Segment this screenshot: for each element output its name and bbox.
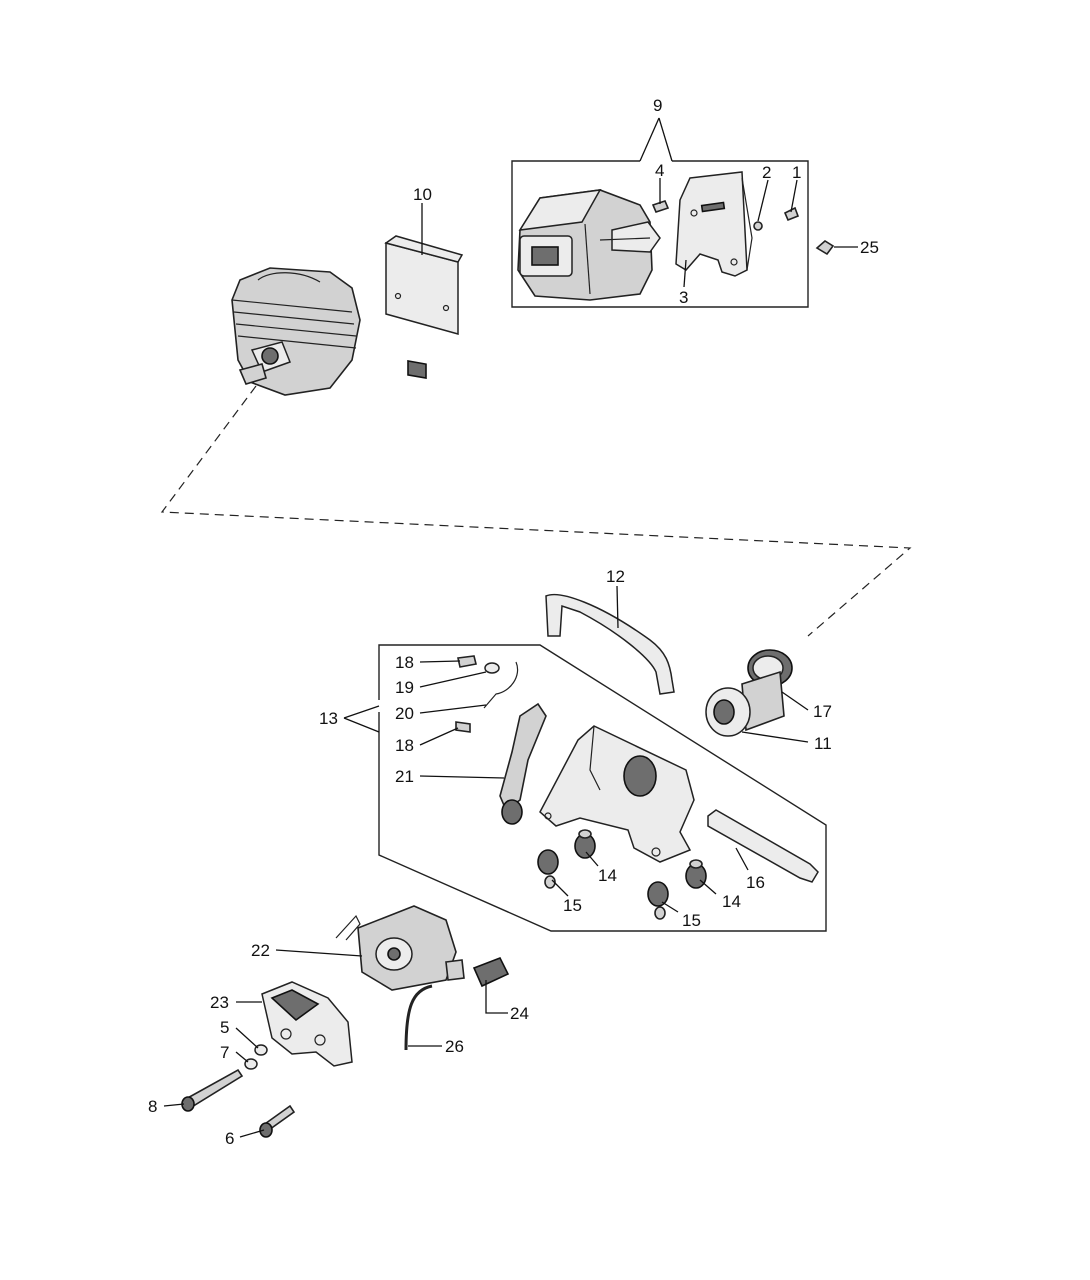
callout-15a: 15 xyxy=(563,896,582,915)
callout-6: 6 xyxy=(225,1129,234,1148)
callout-14b: 14 xyxy=(722,892,741,911)
callout-13: 13 xyxy=(319,709,338,728)
callout-1: 1 xyxy=(792,163,801,182)
callout-labels: 1 2 3 4 5 6 7 8 9 10 11 12 13 14 14 15 1… xyxy=(148,96,879,1148)
callout-18b: 18 xyxy=(395,736,414,755)
callout-11: 11 xyxy=(814,734,832,753)
carb-mount-plate-drawing xyxy=(539,725,695,863)
callout-20: 20 xyxy=(395,704,414,723)
callout-18a: 18 xyxy=(395,653,414,672)
muffler-heat-shield-drawing xyxy=(675,171,753,277)
callout-10: 10 xyxy=(413,185,432,204)
callout-21: 21 xyxy=(395,767,414,786)
intake-manifold-drawing xyxy=(261,981,353,1067)
fuel-line-drawing xyxy=(404,984,433,1051)
intake-boot-drawing xyxy=(705,649,793,737)
callout-14a: 14 xyxy=(598,866,617,885)
callout-19: 19 xyxy=(395,678,414,697)
filter-drawing xyxy=(472,956,510,988)
muffler-group-frame xyxy=(511,117,809,308)
mount-group-frame xyxy=(343,644,827,932)
callout-9: 9 xyxy=(653,96,662,115)
callout-17: 17 xyxy=(813,702,832,721)
muffler-body-drawing xyxy=(517,189,661,301)
rubber-mounts-drawing xyxy=(537,829,707,920)
callout-2: 2 xyxy=(762,163,771,182)
guide-bracket-drawing xyxy=(707,809,819,883)
callout-15b: 15 xyxy=(682,911,701,930)
callout-7: 7 xyxy=(220,1043,229,1062)
carburetor-drawing xyxy=(335,905,465,991)
small-fasteners-drawing xyxy=(455,655,519,733)
handle-bar-drawing xyxy=(545,593,675,695)
callout-25: 25 xyxy=(860,238,879,257)
callout-8: 8 xyxy=(148,1097,157,1116)
exhaust-gasket-drawing xyxy=(384,235,464,380)
cylinder-drawing xyxy=(231,267,361,396)
callout-4: 4 xyxy=(655,161,664,180)
callout-3: 3 xyxy=(679,288,688,307)
washers-and-bolts-drawing xyxy=(181,1044,296,1138)
leader-lines xyxy=(163,178,858,1138)
callout-12: 12 xyxy=(606,567,625,586)
callout-26: 26 xyxy=(445,1037,464,1056)
callout-24: 24 xyxy=(510,1004,529,1023)
callout-5: 5 xyxy=(220,1018,229,1037)
callout-16: 16 xyxy=(746,873,765,892)
choke-lever-drawing xyxy=(499,702,547,825)
callout-23: 23 xyxy=(210,993,229,1012)
callout-22: 22 xyxy=(251,941,270,960)
assembly-dashed-path xyxy=(160,385,912,637)
